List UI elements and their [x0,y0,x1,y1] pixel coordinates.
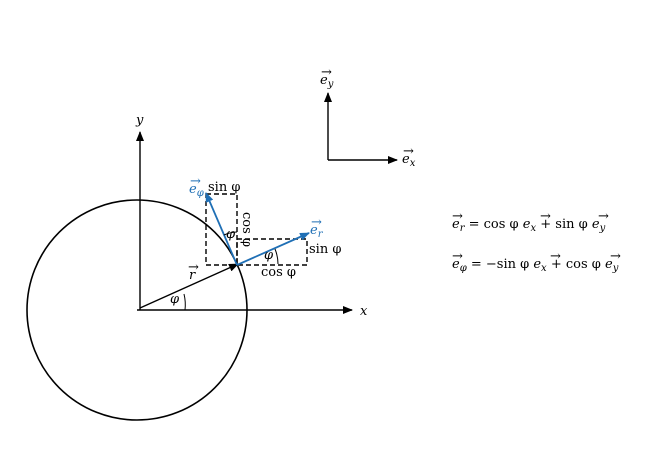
equation-er: er = cos φ ex + sin φ ey → → → [452,209,609,234]
svg-text:→: → [452,249,463,264]
phi-arc-origin [183,293,186,311]
svg-text:→: → [550,249,561,264]
svg-text:→: → [610,249,621,264]
cos-phi-bottom-label: cos φ [261,265,296,280]
er-vector [236,232,310,266]
svg-text:→: → [321,65,332,80]
cos-phi-vertical-label: cos φ [239,212,254,247]
ephi-component-box [205,193,238,266]
ephi-label: eφ → [189,174,204,199]
svg-text:→: → [452,209,463,224]
sin-phi-top-label: sin φ [208,180,240,195]
r-vector [139,263,239,309]
svg-text:→: → [540,209,551,224]
svg-text:→: → [598,209,609,224]
svg-text:→: → [311,215,322,230]
svg-text:r: r [189,268,196,283]
equation-ephi: eφ = −sin φ ex + cos φ ey → → → [452,249,621,274]
er-label: er → [310,215,324,240]
phi-arc-ephi [223,231,238,236]
phi-label-ephi: φ [226,227,236,242]
phi-label-origin: φ [170,292,180,307]
phi-label-er: φ [264,248,274,263]
svg-text:eφ: eφ [189,182,204,199]
sin-phi-right-label: sin φ [309,242,341,257]
ex-basis-label: ex → [402,144,416,169]
svg-text:→: → [190,174,201,189]
y-axis-label: y [135,113,144,128]
phi-arc-er [274,248,279,265]
r-vector-label: r → [188,260,199,283]
svg-text:er = cos φ ex + sin φ ey: er = cos φ ex + sin φ ey [452,217,606,234]
ey-basis-label: ey → [320,65,334,90]
svg-text:ey: ey [320,73,334,90]
svg-text:ex: ex [402,152,416,169]
svg-text:→: → [403,144,414,159]
svg-text:eφ = −sin φ ex + cos φ ey: eφ = −sin φ ex + cos φ ey [452,257,619,274]
x-axis-label: x [360,304,368,319]
svg-text:er: er [310,223,324,240]
ephi-vector [205,192,238,266]
svg-text:→: → [188,260,199,275]
